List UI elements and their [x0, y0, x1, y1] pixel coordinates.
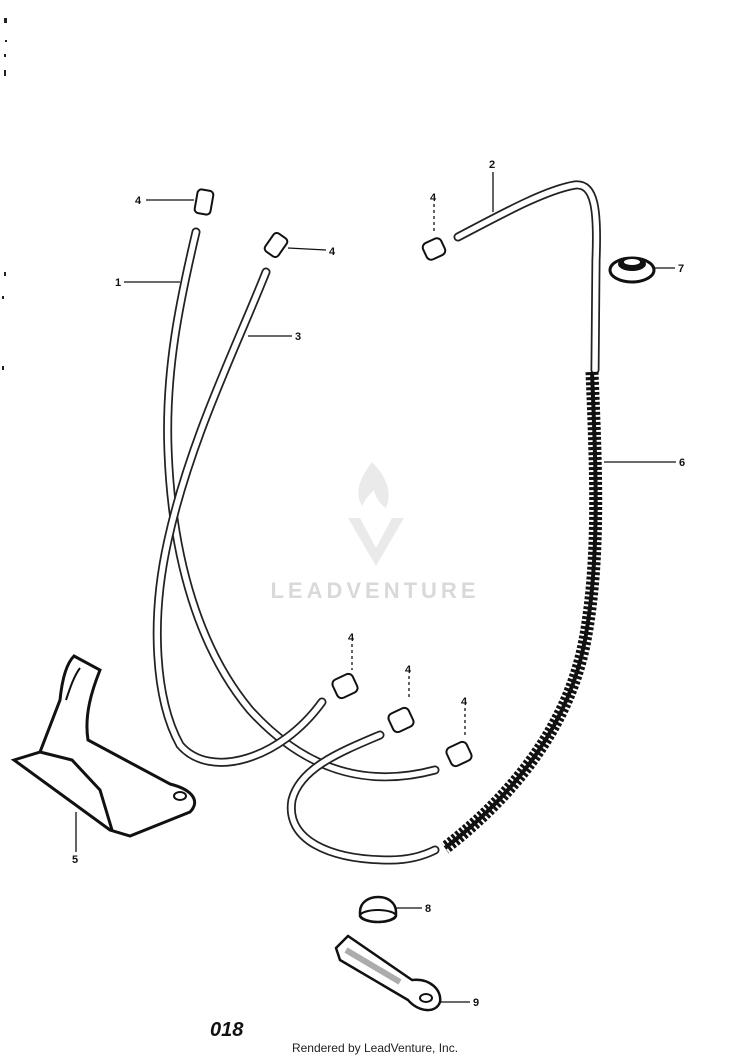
cap-4-top-center[interactable] — [263, 231, 289, 259]
watermark-logo-icon — [348, 462, 404, 566]
callout-6: 6 — [679, 457, 685, 469]
callout-2: 2 — [489, 159, 495, 171]
leader-lines — [75, 172, 676, 1003]
tube-3[interactable] — [152, 267, 327, 767]
corrugated-sleeve-6[interactable] — [441, 371, 603, 854]
callout-4f: 4 — [461, 696, 468, 708]
callout-3: 3 — [295, 331, 301, 343]
callout-4a: 4 — [135, 195, 142, 207]
callout-4d: 4 — [348, 632, 355, 644]
cap-4-mid[interactable] — [331, 672, 359, 700]
cap-4-mid-right[interactable] — [387, 706, 415, 734]
callout-5: 5 — [72, 854, 78, 866]
watermark-text: LEADVENTURE — [270, 578, 479, 603]
figure-number: 018 — [210, 1019, 244, 1041]
cap-4-top-left[interactable] — [193, 188, 215, 216]
terminal-9[interactable] — [334, 934, 442, 1012]
bracket-5[interactable] — [10, 654, 196, 838]
cap-4-top-right[interactable] — [421, 237, 447, 262]
tube-lower-loop[interactable] — [286, 730, 440, 865]
tube-1[interactable] — [163, 227, 440, 782]
cap-8[interactable] — [358, 895, 398, 924]
callout-9: 9 — [473, 997, 479, 1009]
callout-4c: 4 — [430, 192, 437, 204]
tube-2[interactable] — [453, 180, 602, 375]
callout-labels: 4 1 4 3 2 4 7 6 4 4 4 5 8 9 — [72, 159, 685, 1009]
cap-4-right[interactable] — [445, 740, 473, 768]
credit-text: Rendered by LeadVenture, Inc. — [291, 1041, 459, 1055]
margin-specks — [2, 18, 7, 370]
callout-1: 1 — [115, 277, 121, 289]
callout-7: 7 — [678, 263, 684, 275]
callout-4e: 4 — [405, 664, 412, 676]
callout-4b: 4 — [329, 246, 336, 258]
grommet-7[interactable] — [608, 256, 656, 284]
callout-8: 8 — [425, 903, 431, 915]
